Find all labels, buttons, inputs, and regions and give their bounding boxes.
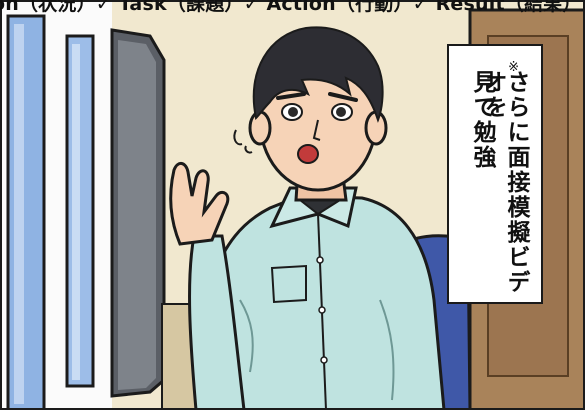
speech-line-2: 見て勉強 bbox=[469, 70, 495, 170]
top-caption: on（状況）✓ Task（課題）✓ Action（行動）✓ Result（結果） bbox=[0, 0, 582, 15]
hair bbox=[252, 26, 384, 123]
speech-line-1: さらに面接模擬ビデオを bbox=[480, 70, 529, 295]
speech-box: ※ さらに面接模擬ビデオを 見て勉強 bbox=[447, 44, 543, 304]
window-blind-left bbox=[6, 14, 46, 410]
hand bbox=[169, 162, 230, 246]
note-mark: ※ bbox=[508, 60, 519, 75]
